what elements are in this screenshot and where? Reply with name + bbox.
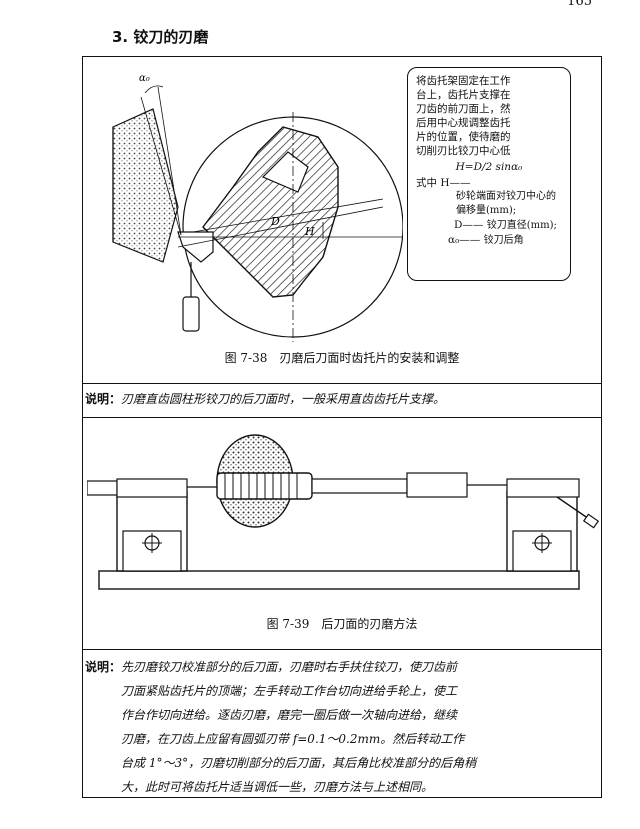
formula: H=D/2 sinα₀ bbox=[455, 161, 523, 173]
def-intro: 式中 bbox=[416, 177, 437, 189]
figure-7-38-caption: 图 7-38 刃磨后刀面时齿托片的安装和调整 bbox=[224, 351, 460, 365]
def-text: 砂轮端面对铰刀中心的偏移量(mm); bbox=[456, 191, 556, 216]
figure-7-39-drawing bbox=[87, 434, 599, 590]
def-symbol: H—— bbox=[440, 177, 471, 189]
note-line: 作台作切向进给。逐齿刃磨，磨完一圈后做一次轴向进给，继续 bbox=[121, 708, 458, 722]
page-number: 165 bbox=[567, 0, 592, 9]
note-1: 说明：刃磨直齿圆柱形铰刀的后刀面时，一般采用直齿齿托片支撑。 bbox=[85, 387, 601, 411]
divider bbox=[83, 383, 601, 384]
label-H: H bbox=[304, 225, 315, 238]
def-symbol: α₀—— bbox=[448, 234, 481, 246]
figure-frame: H D α₀ 将齿托架固定在工作 台上，齿托片支撑在 刀齿的前刀面上，然 后用中… bbox=[82, 56, 602, 798]
callout-line: 切削刃比铰刀中心低 bbox=[416, 145, 511, 157]
callout-line: 片的位置，使待磨的 bbox=[416, 131, 511, 143]
label-alpha: α₀ bbox=[139, 73, 150, 84]
note-line: 刃磨，在刀齿上应留有圆弧刃带 f=0.1～0.2mm。然后转动工作 bbox=[121, 732, 465, 746]
label-D: D bbox=[270, 215, 280, 228]
def-text: 铰刀后角 bbox=[483, 235, 524, 246]
divider bbox=[83, 649, 601, 650]
callout-line: 台上，齿托片支撑在 bbox=[416, 89, 511, 101]
machine-bed bbox=[98, 570, 580, 590]
grinding-wheel bbox=[112, 108, 179, 263]
callout-line: 刀齿的前刀面上，然 bbox=[416, 103, 511, 115]
divider bbox=[83, 417, 601, 418]
def-text: 铰刀直径(mm); bbox=[486, 220, 557, 231]
section-title: 3. 铰刀的刃磨 bbox=[112, 28, 209, 46]
note-line: 大，此时可将齿托片适当调低一些，刃磨方法与上述相同。 bbox=[121, 780, 434, 794]
callout-line: 后用中心规调整齿托 bbox=[416, 117, 511, 129]
definition-row: α₀—— 铰刀后角 bbox=[416, 233, 562, 248]
callout-line: 将齿托架固定在工作 bbox=[416, 75, 511, 87]
definition-row: 式中 H—— bbox=[416, 176, 562, 190]
figure-7-38-drawing: H D α₀ bbox=[112, 73, 403, 342]
def-symbol: D—— bbox=[454, 219, 484, 231]
note-text: 刃磨直齿圆柱形铰刀的后刀面时，一般采用直齿齿托片支撑。 bbox=[121, 392, 446, 406]
note-line: 台成 1°～3°，刃磨切削部分的后刀面，其后角比校准部分的后角稍 bbox=[121, 756, 477, 770]
note-2: 说明：先刃磨铰刀校准部分的后刀面，刃磨时右手扶住铰刀，使刀齿前 刀面紧贴齿托片的… bbox=[85, 655, 601, 799]
figure-7-39-caption: 图 7-39 后刀面的刃磨方法 bbox=[266, 617, 418, 631]
note-line: 先刃磨铰刀校准部分的后刀面，刃磨时右手扶住铰刀，使刀齿前 bbox=[121, 660, 458, 674]
note-label: 说明： bbox=[85, 660, 122, 674]
tooth-rest-holder bbox=[182, 296, 200, 332]
note-line: 刀面紧贴齿托片的顶端；左手转动工作台切向进给手轮上，使工 bbox=[121, 684, 458, 698]
tooth-section bbox=[202, 126, 339, 298]
definition-row: D—— 铰刀直径(mm); bbox=[416, 218, 562, 233]
tooth-rest bbox=[177, 231, 214, 263]
callout-box: 将齿托架固定在工作 台上，齿托片支撑在 刀齿的前刀面上，然 后用中心规调整齿托 … bbox=[407, 67, 571, 281]
note-label: 说明： bbox=[85, 392, 122, 406]
